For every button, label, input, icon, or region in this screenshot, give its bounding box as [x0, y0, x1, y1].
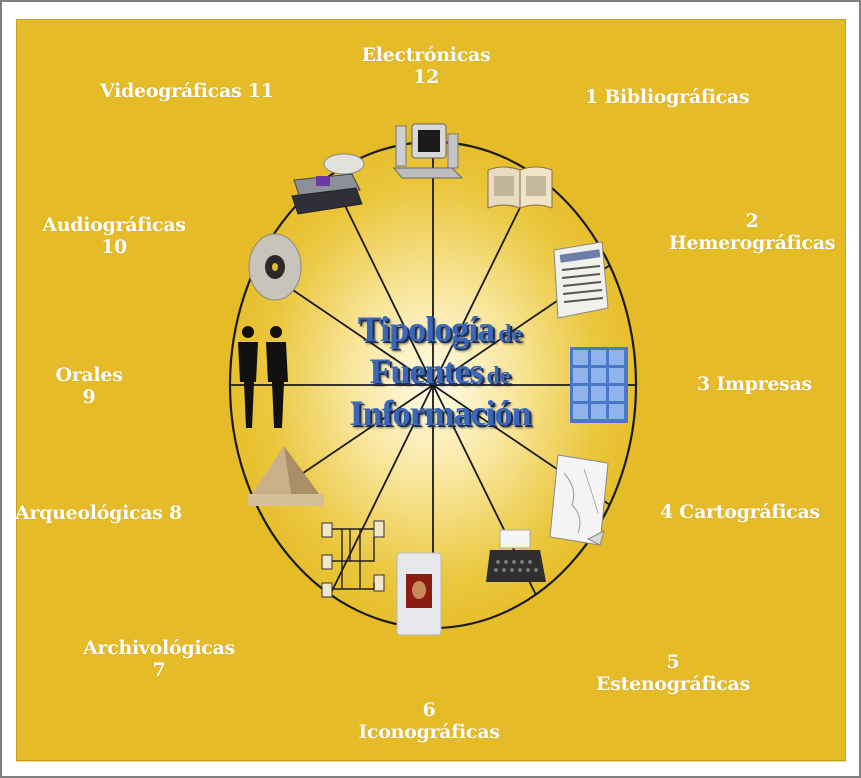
- newspaper-icon: [553, 241, 609, 319]
- title-word-fuentes: Fuentes: [369, 351, 484, 391]
- wheel-spokes: [230, 142, 636, 628]
- archive-chart-icon: [321, 520, 385, 598]
- label-bibliograficas: 1 Bibliográficas: [585, 86, 750, 108]
- title-word-informacion: Información: [349, 393, 532, 433]
- pyramid-icon: [248, 446, 324, 506]
- people-talking-icon: [238, 326, 288, 428]
- computer-icon: [392, 123, 464, 179]
- typewriter-icon: [486, 529, 546, 582]
- title-word-tipologia: Tipología: [357, 309, 495, 349]
- open-book-icon: [487, 166, 553, 209]
- printed-symbols-grid-icon: [570, 347, 628, 423]
- map-icon: [549, 454, 609, 546]
- diagram-title: Tipología de Fuentes de Información: [349, 309, 532, 433]
- compact-disc-icon: [248, 233, 302, 301]
- label-impresas: 3 Impresas: [697, 373, 812, 395]
- label-arqueologicas: Arqueológicas 8: [15, 502, 182, 524]
- label-videograficas: Videográficas 11: [100, 80, 274, 102]
- label-cartograficas: 4 Cartográficas: [660, 501, 820, 523]
- photo-slide-icon: [396, 552, 442, 636]
- video-tapes-icon: [291, 153, 365, 215]
